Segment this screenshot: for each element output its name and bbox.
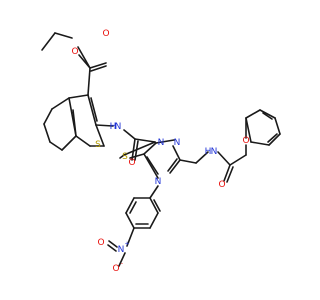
atom-n-triazole-1: N: [158, 138, 165, 148]
bond: [119, 154, 125, 159]
bond: [90, 65, 107, 72]
bond: [43, 108, 53, 125]
atom-o-nitro-left: O: [97, 238, 104, 248]
atom-s-thioether: S: [122, 152, 128, 162]
bond: [245, 117, 252, 143]
bond: [268, 133, 281, 146]
atom-o-ester-carbonyl: O: [102, 29, 109, 39]
bond: [155, 139, 175, 144]
atom-o-amide-right: O: [218, 180, 225, 190]
bond: [118, 252, 126, 267]
bond: [274, 117, 281, 135]
bond: [95, 124, 105, 147]
bond: [89, 62, 107, 69]
bond: [51, 97, 70, 110]
bond: [61, 135, 77, 151]
bond: [68, 94, 89, 99]
bond: [146, 156, 159, 175]
atom-n-triazole-4: N: [155, 177, 162, 187]
bond: [49, 141, 63, 151]
bond: [107, 244, 117, 252]
bond: [90, 97, 98, 122]
charge-plus: +: [124, 241, 129, 248]
bond: [223, 164, 231, 182]
bond: [267, 133, 278, 143]
structure-svg: O O S N H O S N N N N H O O N + O - O: [41, 29, 281, 274]
bond: [179, 159, 197, 164]
atom-o-amide-left: O: [128, 158, 135, 168]
bond: [95, 124, 114, 127]
atom-o-phenoxy: O: [242, 136, 249, 146]
atom-h-amide-left: H: [110, 122, 117, 132]
bond: [195, 151, 209, 164]
bond: [143, 153, 159, 179]
atom-n-triazole-2: N: [174, 138, 181, 148]
bond: [149, 197, 159, 214]
bond: [77, 46, 91, 69]
bond: [72, 109, 77, 137]
bond: [87, 67, 91, 96]
molecule-diagram: O O S N H O S N N N N H O O N + O - O: [41, 29, 281, 274]
bond: [125, 212, 135, 229]
atom-h-amide-right: H: [205, 147, 212, 157]
bond: [143, 142, 157, 155]
bond: [169, 159, 181, 174]
bond: [250, 141, 270, 146]
bond: [123, 129, 136, 140]
bond-layer: [41, 32, 281, 267]
bond: [129, 201, 137, 214]
bond: [87, 94, 97, 126]
bond: [41, 32, 56, 51]
bond: [167, 158, 178, 172]
atom-layer: O O S N H O S N N N N H O O N + O - O: [71, 29, 249, 274]
atom-n-amide-right: N: [211, 147, 218, 157]
atom-n-amide-left: N: [115, 122, 122, 132]
bond: [54, 32, 73, 39]
atom-n-nitro: N: [118, 245, 125, 255]
bond: [126, 227, 135, 247]
atom-o-ester-ether: O: [71, 47, 78, 57]
bond: [149, 185, 159, 199]
bond: [217, 151, 231, 166]
bond: [262, 112, 273, 120]
bond: [229, 154, 247, 166]
bond: [75, 135, 91, 147]
bond: [125, 197, 135, 214]
bond: [43, 123, 51, 143]
bond: [259, 109, 276, 119]
atom-o-nitro-down: O: [112, 264, 119, 274]
bond: [153, 199, 161, 212]
bond: [245, 109, 261, 119]
charge-minus: -: [121, 261, 123, 268]
bond: [149, 212, 159, 229]
atom-s-thiophene: S: [95, 140, 101, 150]
bond: [134, 138, 156, 143]
bond: [226, 166, 234, 183]
bond: [129, 153, 145, 159]
bond: [108, 240, 118, 248]
bond: [123, 141, 156, 156]
bond: [172, 145, 181, 161]
